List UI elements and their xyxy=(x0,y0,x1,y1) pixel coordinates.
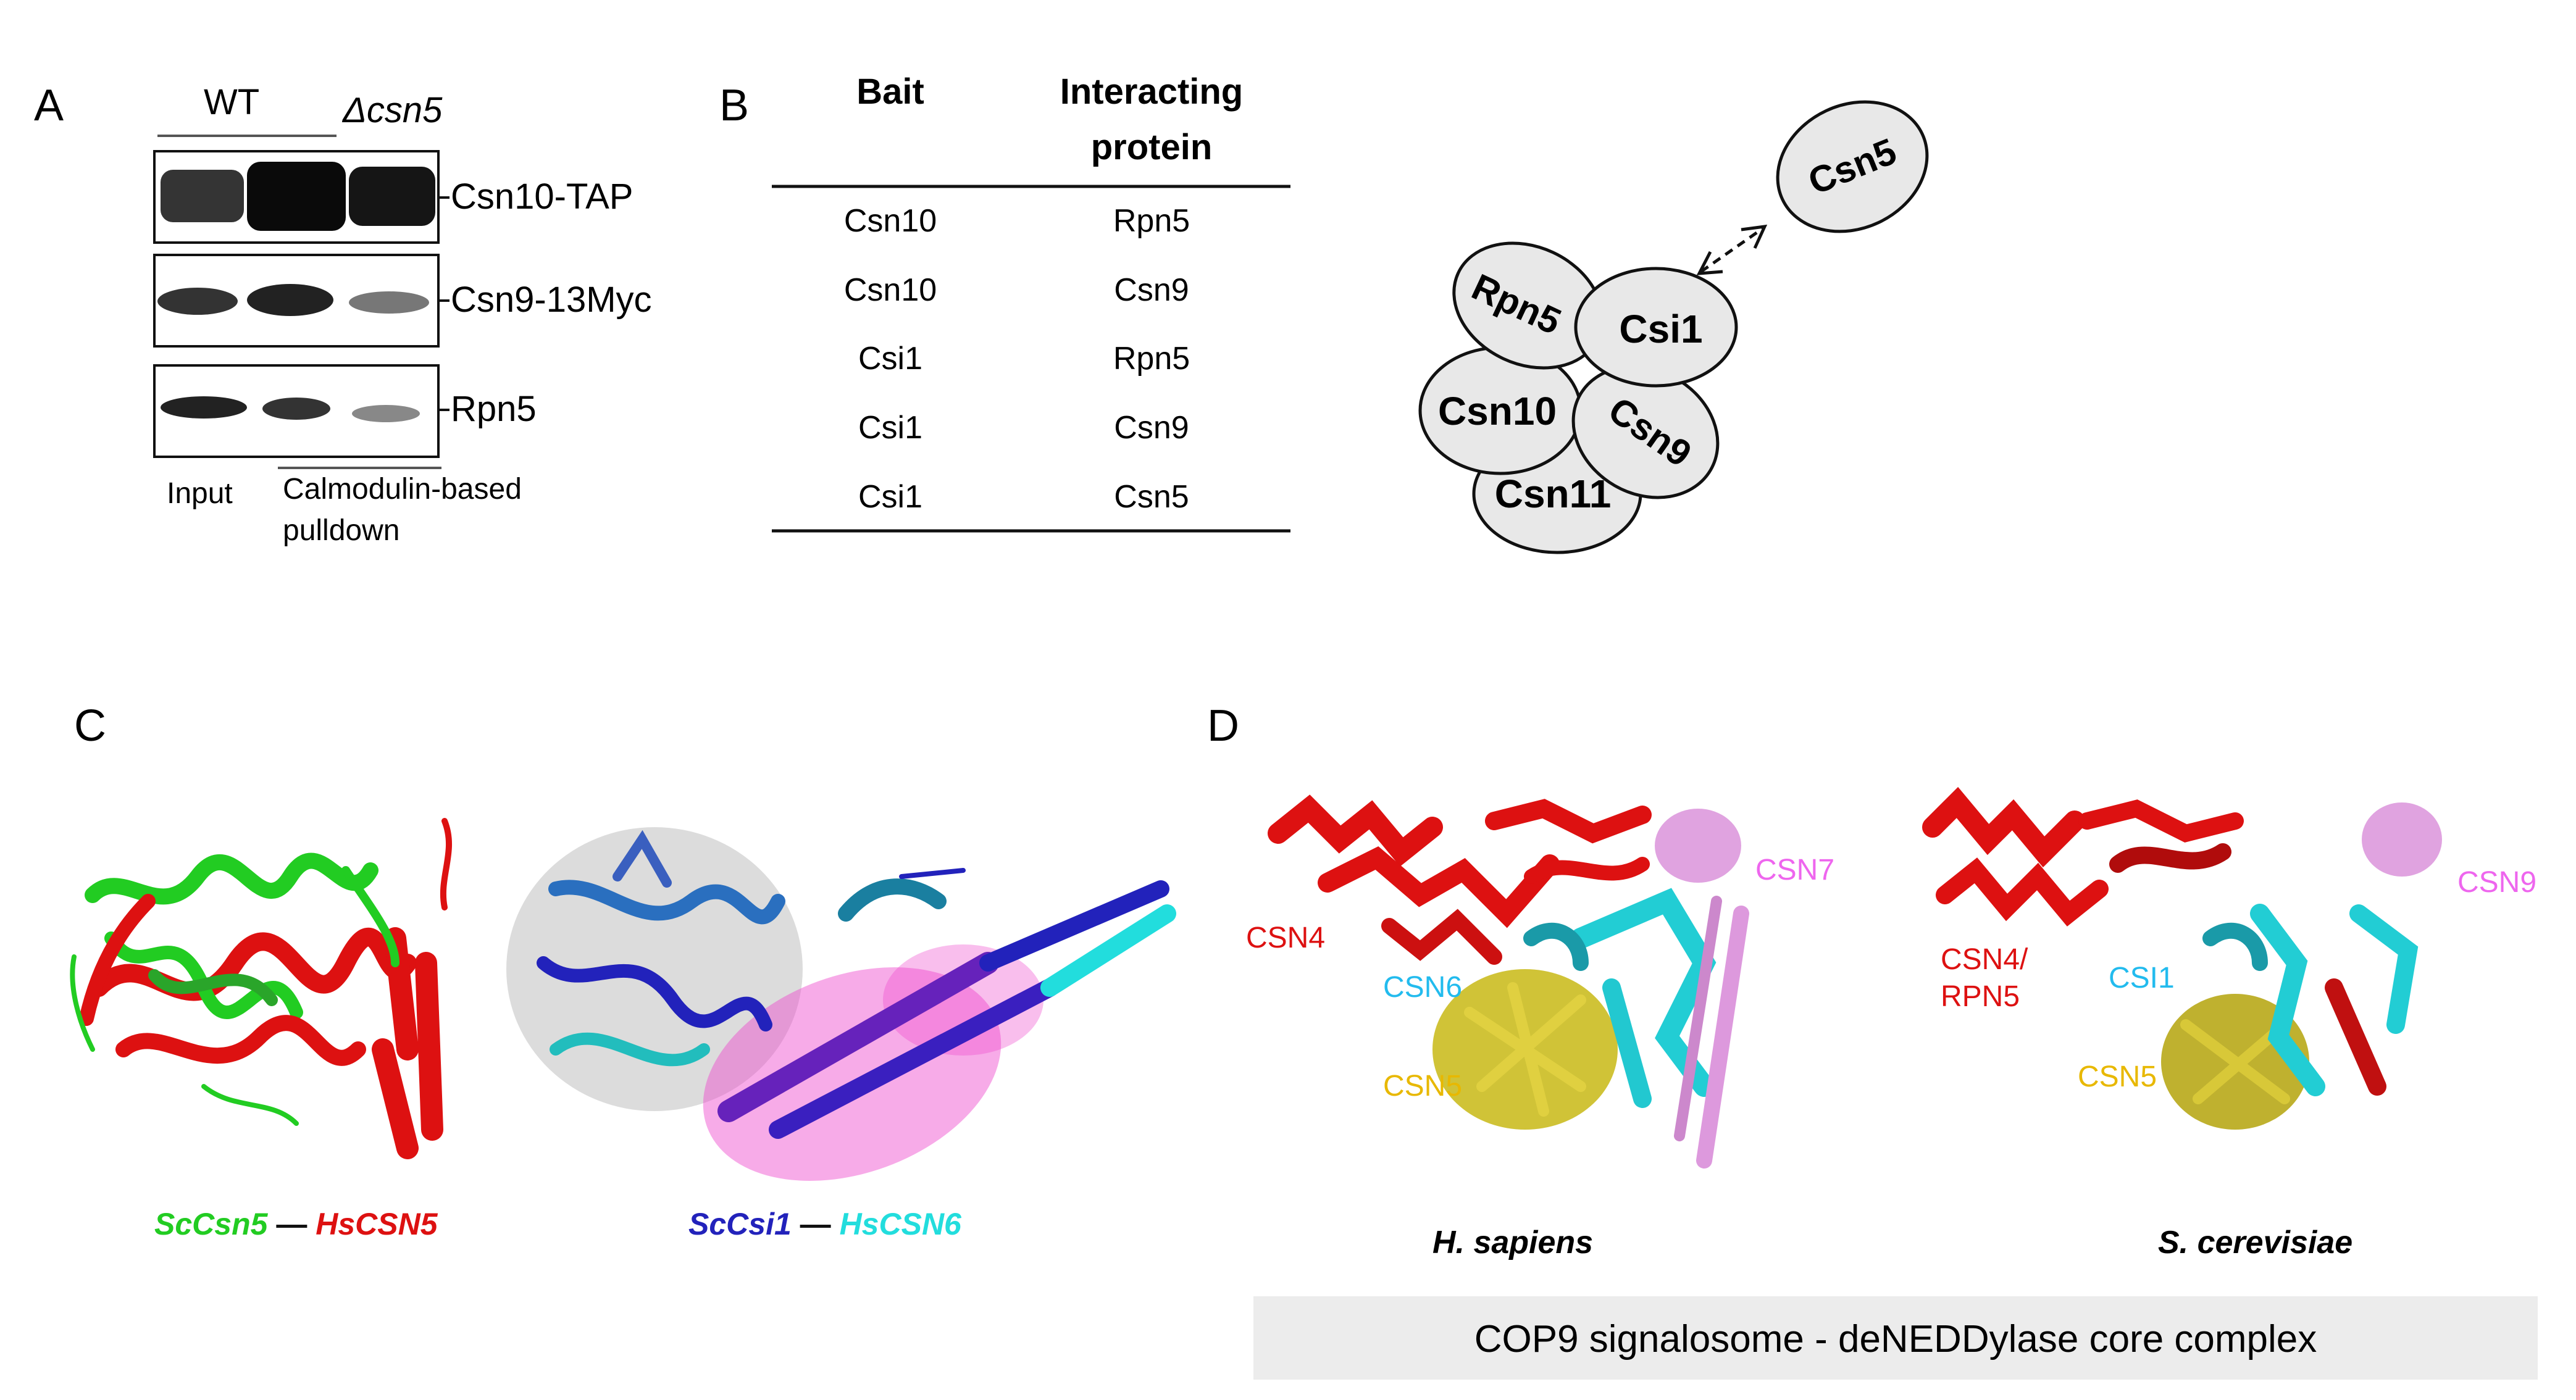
blot-label-rpn5: Rpn5 xyxy=(451,389,537,429)
dashed-arrow xyxy=(1696,224,1768,275)
lane-label-pulldown: pulldown xyxy=(283,514,399,547)
blot-csn9-13myc xyxy=(153,254,440,348)
structure-yeast-csn xyxy=(1922,786,2442,1130)
row-4-partner: Csn9 xyxy=(1114,410,1189,446)
lane-label-wt: WT xyxy=(204,82,259,122)
svg-text:ScCsn5 — HsCSN5: ScCsn5 — HsCSN5 xyxy=(154,1207,438,1241)
header-interacting: Interacting xyxy=(1060,72,1244,112)
structure-csi1-overlay xyxy=(506,827,1176,1181)
diagram-label-csi1: Csi1 xyxy=(1619,307,1702,351)
label-hscsn6: HsCSN6 xyxy=(840,1207,962,1241)
diagram-label-csn11: Csn11 xyxy=(1495,472,1612,516)
label-hscsn5: HsCSN5 xyxy=(316,1207,438,1241)
label-csn5-human: CSN5 xyxy=(1383,1070,1462,1102)
header-protein: protein xyxy=(1091,127,1213,167)
caption-sccsi1-hscsn6: ScCsi1 — HsCSN6 xyxy=(688,1207,962,1241)
label-csi1-yeast: CSI1 xyxy=(2109,962,2175,994)
header-bait: Bait xyxy=(856,72,924,112)
blot-label-csn9-13myc: Csn9-13Myc xyxy=(451,280,652,320)
row-3-bait: Csi1 xyxy=(858,341,922,377)
label-csn6-human: CSN6 xyxy=(1383,971,1462,1004)
lane-label-calmodulin: Calmodulin-based xyxy=(283,473,522,506)
diagram-label-csn10: Csn10 xyxy=(1438,389,1557,433)
species-human: H. sapiens xyxy=(1432,1225,1593,1260)
blob-csi1 xyxy=(1574,267,1738,388)
row-3-partner: Rpn5 xyxy=(1113,341,1190,377)
row-1-bait: Csn10 xyxy=(844,203,937,239)
label-sccsi1: ScCsi1 xyxy=(688,1207,792,1241)
structure-human-csn xyxy=(1268,794,1749,1169)
blob-csn5 xyxy=(1776,100,1929,233)
row-5-bait: Csi1 xyxy=(858,479,922,515)
blot-rpn5 xyxy=(153,364,440,458)
species-yeast: S. cerevisiae xyxy=(2158,1225,2352,1260)
label-csn5-yeast: CSN5 xyxy=(2078,1060,2157,1093)
label-rpn5-yeast: RPN5 xyxy=(1941,980,2020,1013)
panel-a-label: A xyxy=(34,81,64,130)
interaction-diagram xyxy=(1418,100,1929,554)
row-2-partner: Csn9 xyxy=(1114,272,1189,308)
svg-text:ScCsi1 — HsCSN6: ScCsi1 — HsCSN6 xyxy=(688,1207,962,1241)
panel-b-label: B xyxy=(719,81,749,130)
lane-label-input: Input xyxy=(167,477,233,510)
label-sccsn5: ScCsn5 xyxy=(154,1207,269,1241)
panel-c-label: C xyxy=(74,701,106,751)
blot-label-csn10-tap: Csn10-TAP xyxy=(451,177,633,217)
structure-csn5-overlay xyxy=(70,818,452,1159)
caption-bar xyxy=(1253,1296,2538,1380)
row-5-partner: Csn5 xyxy=(1114,479,1189,515)
label-csn4-yeast: CSN4/ xyxy=(1941,943,2028,976)
row-2-bait: Csn10 xyxy=(844,272,937,308)
label-csn9-yeast: CSN9 xyxy=(2457,866,2536,899)
blot-csn10-tap xyxy=(153,150,440,244)
panel-d-label: D xyxy=(1207,701,1239,751)
row-1-partner: Rpn5 xyxy=(1113,203,1190,239)
label-csn4-human: CSN4 xyxy=(1246,922,1325,954)
dash: — xyxy=(792,1207,840,1241)
dash: — xyxy=(267,1207,316,1241)
row-4-bait: Csi1 xyxy=(858,410,922,446)
caption-text: COP9 signalosome - deNEDDylase core comp… xyxy=(1474,1318,2317,1360)
caption-sccsn5-hscsn5: ScCsn5 — HsCSN5 xyxy=(154,1207,438,1241)
lane-label-delta-csn5: Δcsn5 xyxy=(341,90,443,130)
label-csn7-human: CSN7 xyxy=(1755,854,1834,886)
